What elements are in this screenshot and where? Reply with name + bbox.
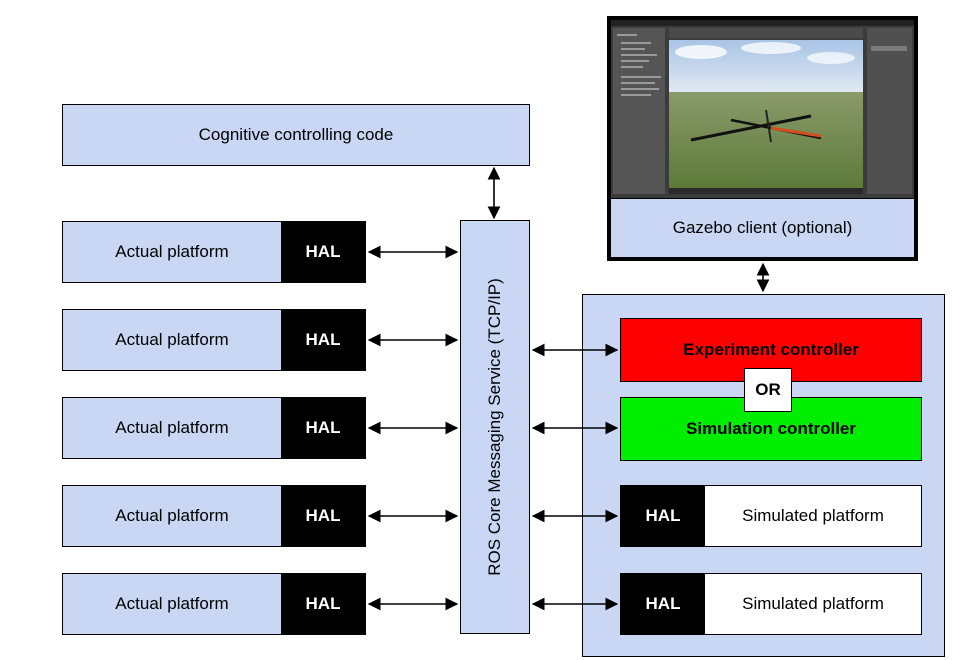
simulated-platform-label: Simulated platform: [705, 486, 921, 546]
ros-core-messaging-label: ROS Core Messaging Service (TCP/IP): [485, 278, 504, 576]
actual-platform-label: Actual platform: [63, 222, 281, 282]
hal-block: HAL: [281, 310, 365, 370]
hal-block: HAL: [621, 574, 705, 634]
actual-platform-5: Actual platform HAL: [62, 573, 366, 635]
gazebo-screenshot-image: [611, 20, 914, 198]
actual-platform-1: Actual platform HAL: [62, 221, 366, 283]
hal-block: HAL: [281, 222, 365, 282]
cognitive-controlling-code-label: Cognitive controlling code: [198, 125, 394, 144]
actual-platform-label: Actual platform: [63, 486, 281, 546]
simulated-platform-label: Simulated platform: [705, 574, 921, 634]
hal-block: HAL: [281, 574, 365, 634]
gazebo-screenshot: [611, 20, 914, 199]
actual-platform-4: Actual platform HAL: [62, 485, 366, 547]
ros-core-messaging-box: ROS Core Messaging Service (TCP/IP): [460, 220, 530, 634]
or-label: OR: [755, 380, 781, 399]
simulated-platform-1: HAL Simulated platform: [620, 485, 922, 547]
actual-platform-2: Actual platform HAL: [62, 309, 366, 371]
hal-block: HAL: [621, 486, 705, 546]
hal-block: HAL: [281, 486, 365, 546]
hal-block: HAL: [281, 398, 365, 458]
actual-platform-3: Actual platform HAL: [62, 397, 366, 459]
experiment-controller-box: Experiment controller: [620, 318, 922, 382]
actual-platform-label: Actual platform: [63, 310, 281, 370]
gazebo-client-box: Gazebo client (optional): [607, 16, 918, 261]
or-box: OR: [744, 368, 792, 412]
simulated-platform-2: HAL Simulated platform: [620, 573, 922, 635]
experiment-controller-label: Experiment controller: [683, 340, 859, 359]
cognitive-controlling-code-box: Cognitive controlling code: [62, 104, 530, 166]
simulation-controller-label: Simulation controller: [685, 419, 857, 438]
actual-platform-label: Actual platform: [63, 574, 281, 634]
gazebo-client-label: Gazebo client (optional): [672, 217, 853, 237]
actual-platform-label: Actual platform: [63, 398, 281, 458]
